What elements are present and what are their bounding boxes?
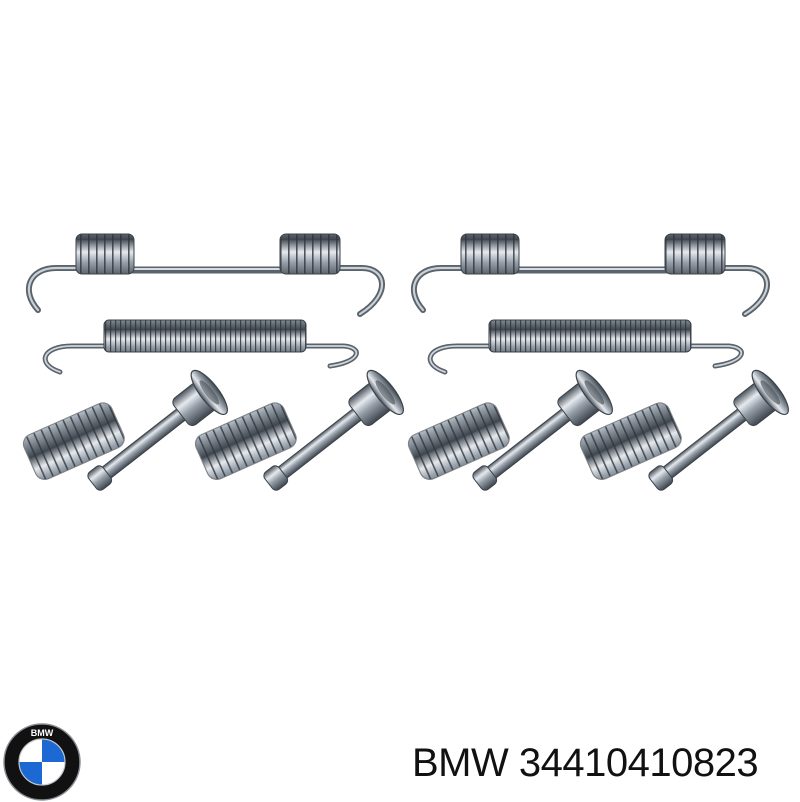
spring-kit-right [405, 234, 794, 505]
product-photo [0, 0, 800, 720]
bmw-roundel-logo-icon: BMW [3, 723, 81, 801]
product-caption: BMW 34410410823 [412, 735, 759, 791]
spring-kit-left [20, 234, 409, 505]
logo-letters: BMW [31, 728, 54, 738]
brand-name: BMW [412, 741, 509, 785]
part-number: 34410410823 [518, 741, 759, 785]
